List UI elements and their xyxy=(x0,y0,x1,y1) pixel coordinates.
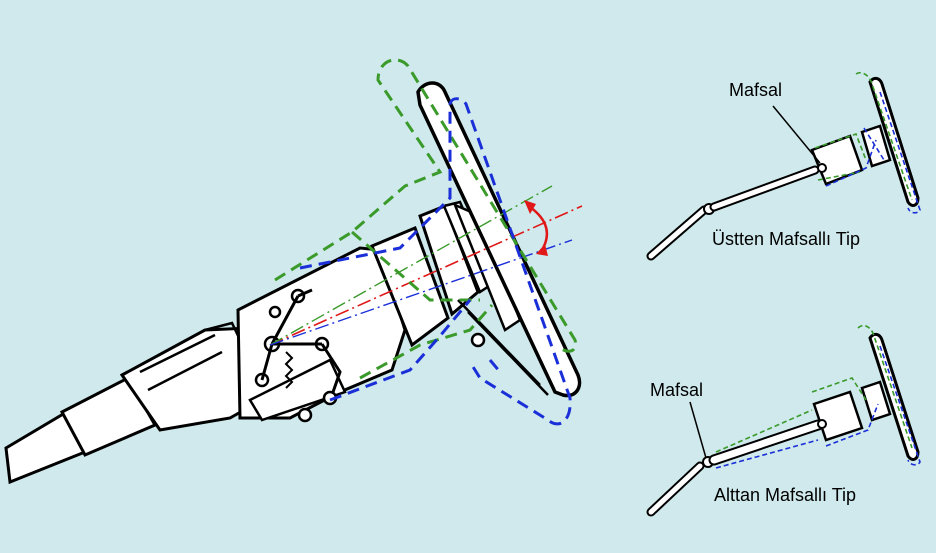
bottom-wheel xyxy=(868,332,920,461)
tilt-range-arrow xyxy=(529,205,549,251)
column-lower-tube xyxy=(248,358,347,422)
bottom-head-pin xyxy=(817,419,827,429)
ghost-tilted-down xyxy=(299,97,572,426)
tilt-arrow-head-top xyxy=(524,200,536,214)
bottom-caption: Alttan Mafsallı Tip xyxy=(714,485,856,505)
axis-down-blue xyxy=(269,239,573,346)
tilt-spring xyxy=(284,351,294,389)
top-blue-ghost xyxy=(825,91,921,214)
wheel-lower-knob xyxy=(470,332,486,348)
ghost-tilted-up xyxy=(274,58,578,380)
bottom-head-ring xyxy=(860,380,892,422)
collar-ring-1 xyxy=(370,226,450,348)
lever-pin-2 xyxy=(268,305,282,319)
top-wheel xyxy=(868,76,920,207)
bottom-head xyxy=(812,390,864,442)
top-hinged-figure: Mafsal Üstten Mafsallı Tip xyxy=(646,71,921,261)
main-assembly xyxy=(4,58,583,485)
top-leader-line xyxy=(772,105,821,164)
top-lower-shaft-fill xyxy=(648,207,707,259)
bottom-leader-line xyxy=(689,401,707,459)
bottom-upper-shaft-fill xyxy=(710,421,822,464)
axis-neutral-red xyxy=(269,205,583,346)
bottom-hinged-figure: Mafsal Alttan Mafsallı Tip xyxy=(646,324,921,517)
steering-wheel xyxy=(416,81,582,398)
top-upper-shaft-fill xyxy=(711,167,818,210)
bottom-lower-shaft-fill xyxy=(648,463,703,515)
bottom-joint-label: Mafsal xyxy=(650,380,703,400)
lever-knob xyxy=(297,407,313,423)
bottom-blue-ghost xyxy=(715,345,921,469)
top-hinge-point xyxy=(817,163,827,173)
tilt-arrow-head-bottom xyxy=(536,244,548,256)
top-caption: Üstten Mafsallı Tip xyxy=(712,229,860,249)
top-green-ghost xyxy=(814,71,913,201)
lever-link xyxy=(260,288,342,396)
wheel-spoke xyxy=(457,299,549,396)
bottom-green-ghost xyxy=(715,324,913,453)
top-joint-label: Mafsal xyxy=(729,80,782,100)
